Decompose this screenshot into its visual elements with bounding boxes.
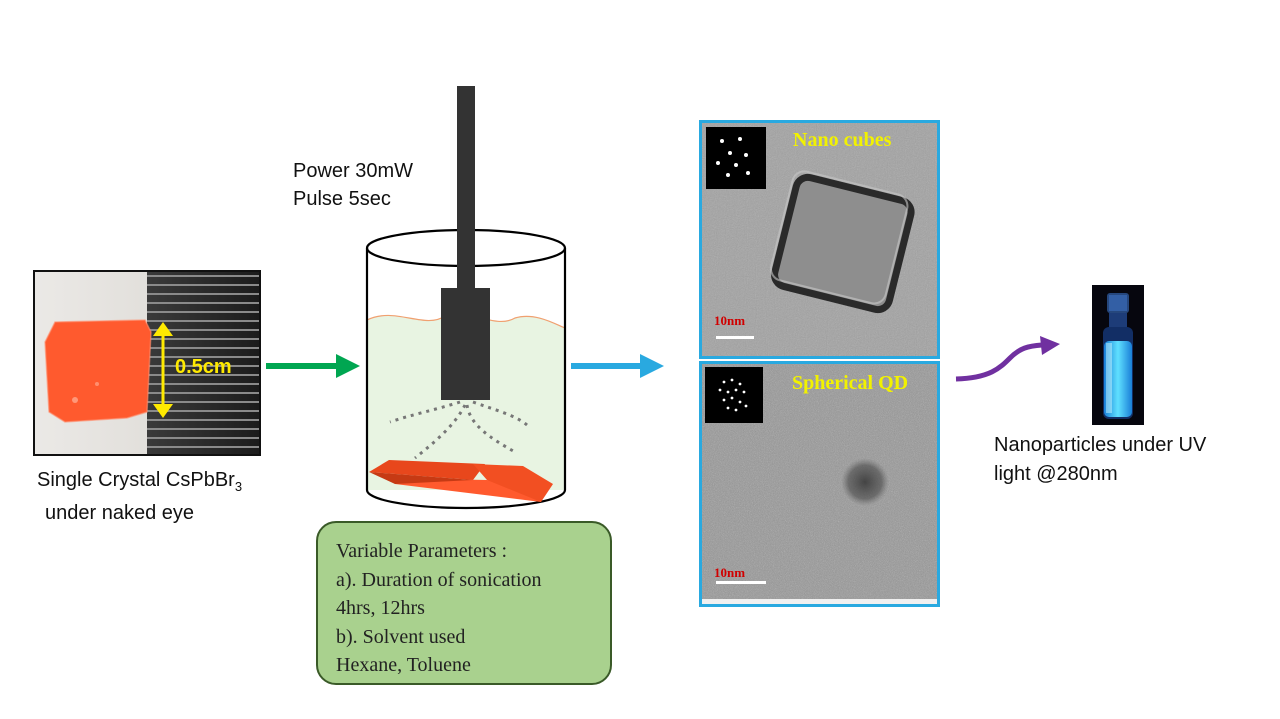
- nanocubes-scale-label: 10nm: [714, 313, 746, 328]
- params-line: b). Solvent used: [336, 625, 466, 648]
- tem-panel-spherical-qd: Spherical QD 10nm: [699, 361, 940, 607]
- tem-image-qd: [702, 364, 937, 604]
- saed-inset-cubes: [706, 127, 766, 189]
- arrow-blue: [571, 354, 664, 378]
- crystal-caption-line2: under naked eye: [45, 502, 195, 524]
- spherical-qd-title: Spherical QD: [792, 372, 909, 394]
- tem-panel-nanocubes: Nano cubes 10nm: [699, 120, 940, 359]
- crystal-caption-line1: Single Crystal CsPbBr: [37, 469, 235, 491]
- power-label: Power 30mW: [293, 160, 414, 182]
- pulse-label: Pulse 5sec: [293, 188, 391, 210]
- ultrasonic-waves: [389, 400, 528, 460]
- vial-graphic: [1092, 285, 1144, 425]
- params-line: a). Duration of sonication: [336, 568, 542, 591]
- crystal-sample: [45, 320, 151, 422]
- uv-caption-line1: Nanoparticles under UV: [994, 434, 1207, 456]
- sonication-settings: Power 30mW Pulse 5sec: [293, 157, 413, 213]
- sonicator-probe-tip: [441, 288, 490, 400]
- crystal-caption: Single Crystal CsPbBr3 under naked eye: [37, 467, 242, 526]
- solvent-liquid: [367, 313, 565, 490]
- crystal-caption-subscript: 3: [234, 479, 243, 494]
- tem-image-nanocube: [702, 123, 937, 356]
- sonicator-probe-rod: [457, 86, 475, 290]
- crystal-photo: 0.5cm: [33, 270, 261, 456]
- quantum-dot-particle: [841, 458, 889, 506]
- scale-bar-qd: [716, 581, 766, 584]
- scale-bar-cubes: [716, 336, 754, 339]
- crystal-scale-label: 0.5cm: [175, 356, 232, 378]
- scale-double-arrow: [153, 322, 173, 418]
- params-line: Variable Parameters :: [336, 540, 508, 562]
- sonication-beaker: [365, 86, 567, 510]
- params-line: 4hrs, 12hrs: [336, 597, 425, 619]
- crystal-photo-graphic: 0.5cm: [35, 272, 259, 454]
- variable-parameters-box: Variable Parameters : a). Duration of so…: [316, 521, 612, 685]
- nanocube-particle: [771, 173, 915, 314]
- arrow-green: [266, 354, 360, 378]
- nanocubes-title: Nano cubes: [793, 129, 892, 151]
- vial-under-uv-photo: [1092, 285, 1144, 425]
- spherical-qd-scale-label: 10nm: [714, 565, 746, 580]
- uv-caption-line2: light @280nm: [994, 463, 1118, 485]
- saed-inset-qd: [705, 367, 763, 423]
- uv-caption: Nanoparticles under UV light @280nm: [994, 431, 1206, 489]
- params-line: Hexane, Toluene: [336, 654, 471, 676]
- arrow-purple: [955, 336, 1060, 382]
- crystal-fragments: [369, 460, 553, 502]
